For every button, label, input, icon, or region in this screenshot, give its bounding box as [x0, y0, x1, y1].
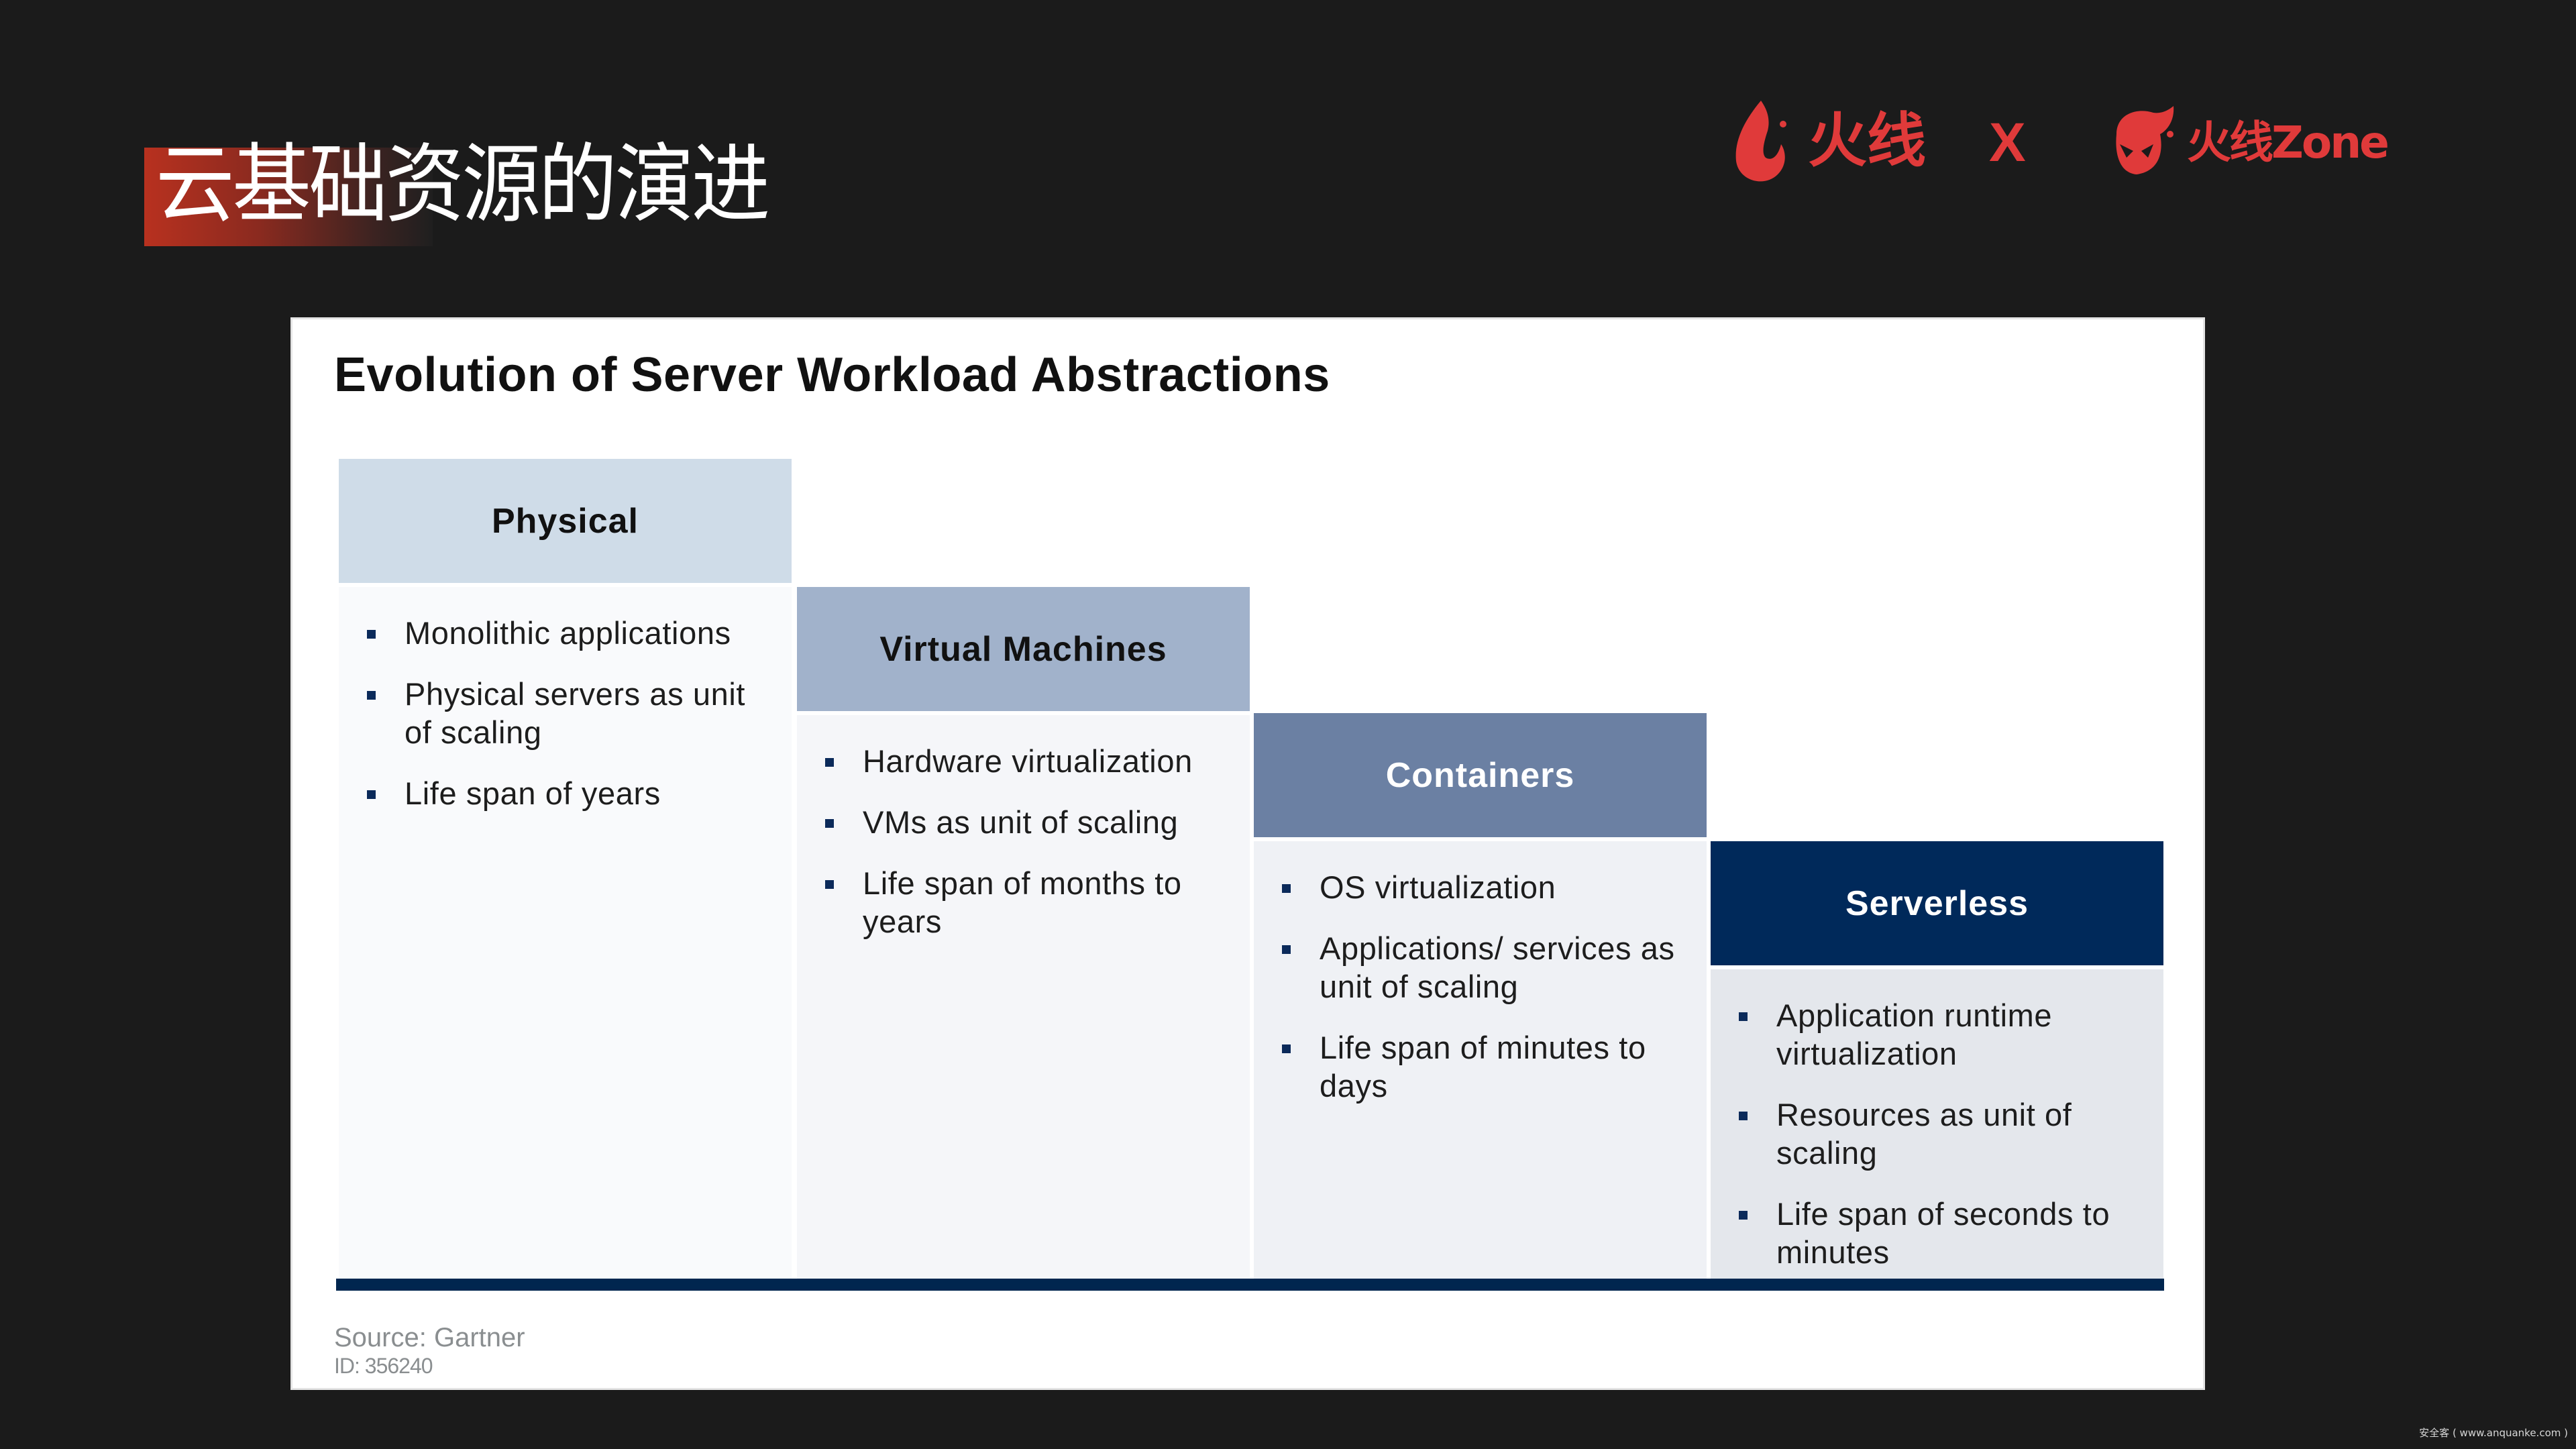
bullet-text: OS virtualization: [1320, 869, 1556, 905]
column-header-label: Virtual Machines: [879, 629, 1167, 669]
bullet-item: Resources as unit of scaling: [1739, 1095, 2137, 1172]
title-accent-bar: [144, 148, 433, 246]
bullet-square-icon: [1739, 1112, 1748, 1120]
bullet-square-icon: [1282, 884, 1291, 893]
bullet-square-icon: [367, 630, 376, 639]
bullet-item: OS virtualization: [1282, 868, 1680, 906]
partner-logos: 火线 X 火线Zone: [1724, 94, 2408, 188]
bullet-square-icon: [1282, 1044, 1291, 1053]
bullet-text: Hardware virtualization: [863, 743, 1193, 779]
bullet-square-icon: [367, 691, 376, 700]
bullet-text: Life span of minutes to days: [1320, 1030, 1646, 1104]
logo-left-text: 火线: [1808, 106, 1926, 175]
diagram-card: Evolution of Server Workload Abstraction…: [290, 317, 2205, 1390]
bullet-text: Physical servers as unit of scaling: [405, 676, 746, 750]
bullet-square-icon: [1739, 1012, 1748, 1021]
bullet-text: Life span of years: [405, 775, 661, 811]
bullet-square-icon: [1739, 1211, 1748, 1220]
watermark: 安全客 ( www.anquanke.com ): [2419, 1427, 2568, 1439]
logo-separator: X: [1989, 112, 2026, 173]
bullet-text: Resources as unit of scaling: [1776, 1097, 2072, 1171]
bullet-item: VMs as unit of scaling: [825, 803, 1223, 841]
bullet-item: Application runtime virtualization: [1739, 996, 2137, 1073]
bullet-square-icon: [367, 790, 376, 799]
huoxianzone-mascot-icon: [2116, 106, 2174, 174]
bullet-square-icon: [1282, 945, 1291, 954]
column-header-containers: Containers: [1254, 713, 1707, 837]
bullet-square-icon: [825, 819, 834, 828]
column-header-label: Serverless: [1845, 883, 2029, 923]
bullet-item: Life span of months to years: [825, 864, 1223, 941]
bullet-item: Applications/ services as unit of scalin…: [1282, 929, 1680, 1006]
slide-title: 云基础资源的演进: [156, 135, 770, 235]
bullet-item: Life span of seconds to minutes: [1739, 1195, 2137, 1271]
bullet-item: Life span of minutes to days: [1282, 1028, 1680, 1105]
bullet-item: Physical servers as unit of scaling: [367, 675, 765, 751]
bullet-text: Life span of seconds to minutes: [1776, 1196, 2110, 1270]
bullet-square-icon: [825, 758, 834, 767]
source-label: Source: Gartner: [334, 1323, 525, 1352]
bullet-text: Applications/ services as unit of scalin…: [1320, 930, 1675, 1004]
huoxian-flame-icon: [1735, 101, 1786, 182]
bullet-text: VMs as unit of scaling: [863, 804, 1179, 840]
bullet-item: Hardware virtualization: [825, 742, 1223, 780]
column-header-serverless: Serverless: [1711, 841, 2163, 965]
logo-right-text: 火线Zone: [2187, 117, 2387, 168]
column-header-virtual-machines: Virtual Machines: [797, 587, 1250, 711]
source-id: ID: 356240: [334, 1354, 433, 1378]
bullet-item: Life span of years: [367, 774, 765, 812]
column-header-label: Containers: [1385, 755, 1575, 795]
bullet-text: Application runtime virtualization: [1776, 998, 2053, 1071]
card-title: Evolution of Server Workload Abstraction…: [334, 348, 1330, 402]
column-header-label: Physical: [491, 501, 639, 541]
bullet-item: Monolithic applications: [367, 614, 765, 652]
bullet-text: Monolithic applications: [405, 615, 731, 651]
timeline-bar: [336, 1279, 2164, 1291]
bullet-text: Life span of months to years: [863, 865, 1182, 939]
column-header-physical: Physical: [339, 459, 792, 583]
logo-group: 火线 X 火线Zone: [1735, 101, 2390, 182]
bullet-square-icon: [825, 880, 834, 889]
